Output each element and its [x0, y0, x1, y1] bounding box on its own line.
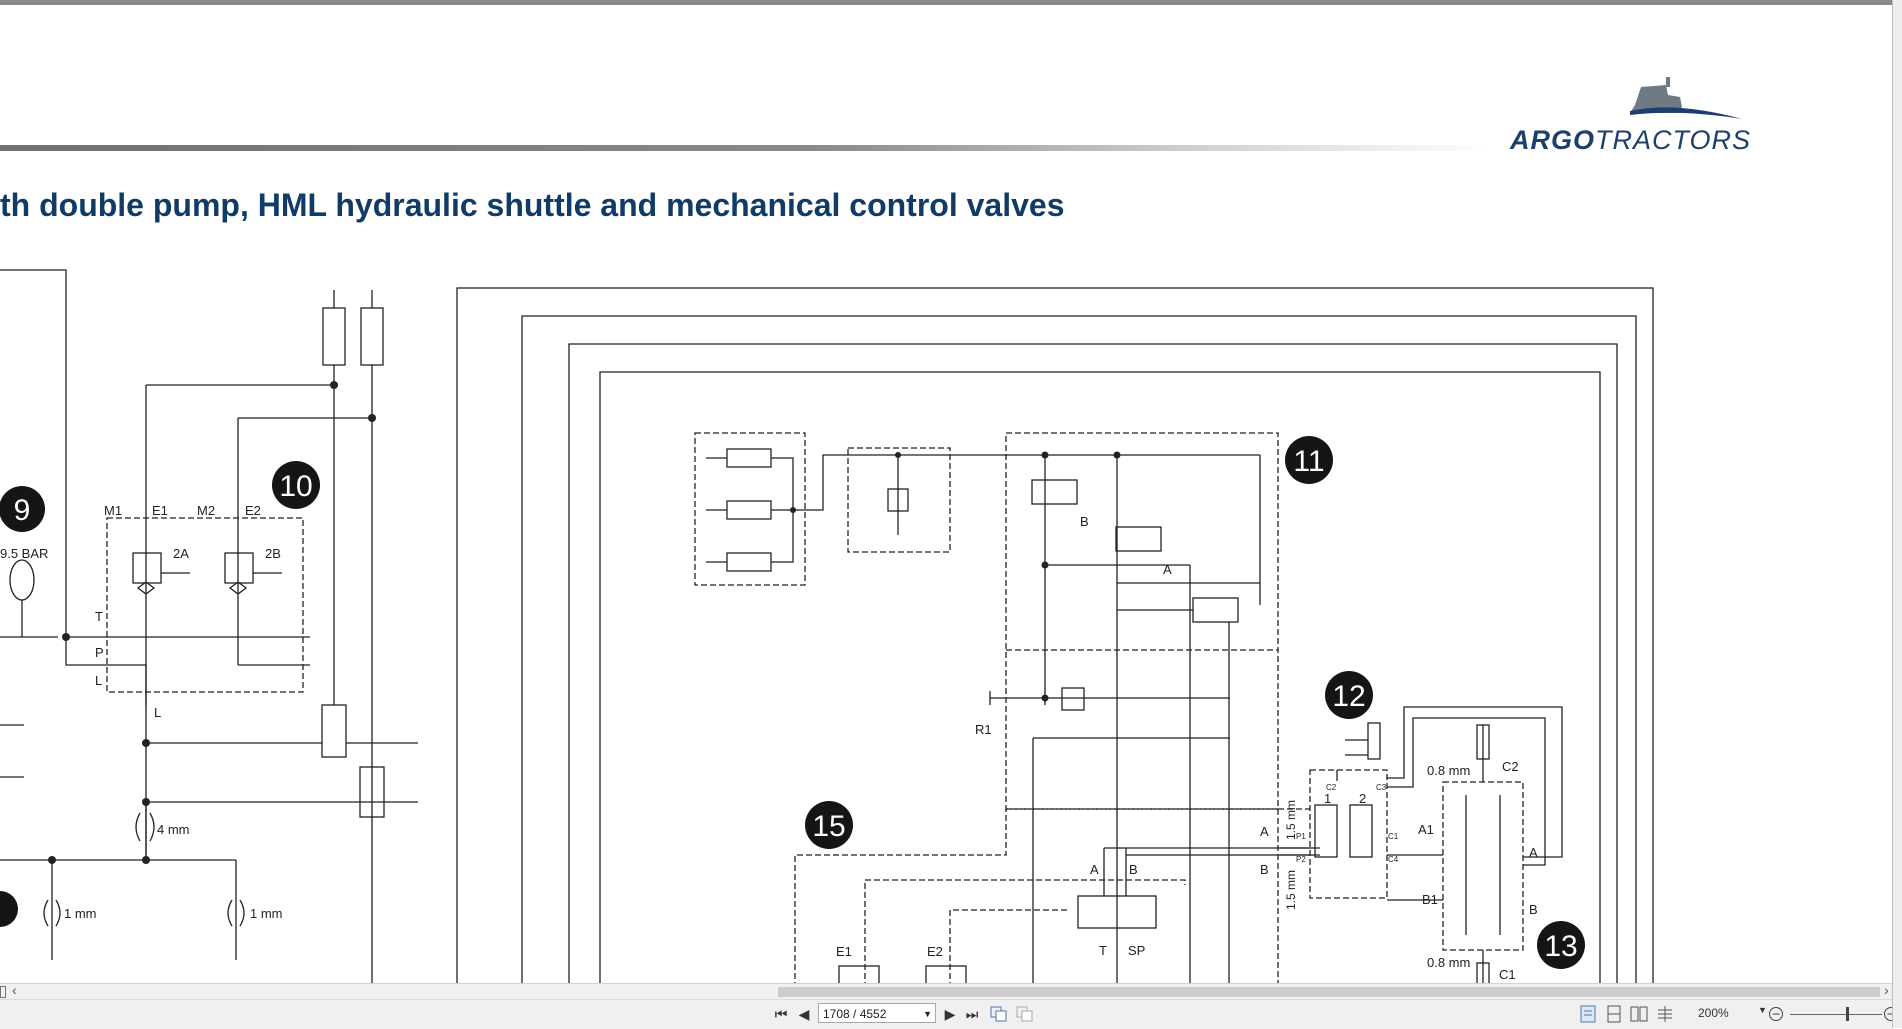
copy-icon[interactable] — [990, 1006, 1008, 1022]
logo-bold: ARGO — [1510, 125, 1595, 155]
logo-wordmark: ARGOTRACTORS — [1510, 125, 1751, 156]
callout-11: 11 — [1293, 445, 1324, 478]
callout-10: 10 — [279, 470, 312, 503]
callout-13: 13 — [1544, 930, 1577, 963]
label-15mm-v1: 1.5 mm — [1284, 800, 1298, 840]
label-bar: 9.5 BAR — [0, 546, 48, 561]
split-icon[interactable] — [1656, 1005, 1674, 1023]
label-e2: E2 — [245, 503, 261, 518]
zoom-out-icon[interactable] — [1768, 1006, 1784, 1022]
label-l: L — [95, 673, 102, 688]
label-a13: A — [1529, 845, 1538, 860]
logo-light: TRACTORS — [1595, 125, 1752, 155]
label-v1: 1 — [1324, 791, 1331, 806]
document-page: ARGOTRACTORS th double pump, HML hydraul… — [0, 5, 1892, 983]
label-m1: M1 — [104, 503, 122, 518]
label-l2: L — [154, 705, 161, 720]
facing-icon[interactable] — [1630, 1005, 1648, 1023]
label-e2b: E2 — [927, 944, 943, 959]
label-c4-small: C4 — [1388, 855, 1399, 864]
callout-12: 12 — [1332, 680, 1365, 713]
horizontal-scrollbar[interactable]: ‹ › — [0, 982, 1892, 1000]
label-r1: R1 — [975, 722, 992, 737]
label-c3-small: C3 — [1376, 783, 1387, 792]
label-2b: 2B — [265, 546, 281, 561]
label-p2-small: P2 — [1296, 855, 1306, 864]
argo-tractors-logo: ARGOTRACTORS — [1510, 75, 1760, 165]
next-page-icon[interactable]: ▶ — [944, 1006, 956, 1022]
label-p1-small: P1 — [1296, 832, 1306, 841]
single-page-icon[interactable] — [1580, 1005, 1596, 1023]
label-e1: E1 — [152, 503, 168, 518]
label-m2: M2 — [197, 503, 215, 518]
label-c1-small: C1 — [1388, 832, 1399, 841]
scroll-thumb[interactable] — [778, 987, 1880, 997]
label-c2-small: C2 — [1326, 783, 1337, 792]
label-c1: C1 — [1499, 967, 1516, 982]
label-15mm-v2: 1.5 mm — [1284, 870, 1298, 910]
callout-15: 15 — [812, 810, 845, 843]
tractor-silhouette-icon — [1630, 77, 1742, 119]
page-dropdown-icon[interactable]: ▼ — [923, 1009, 932, 1019]
label-a-in: A — [1260, 824, 1269, 839]
label-b13: B — [1529, 902, 1538, 917]
label-e1b: E1 — [836, 944, 852, 959]
label-08mm-b: 0.8 mm — [1427, 955, 1470, 970]
zoom-dropdown-icon[interactable]: ▼ — [1758, 1005, 1767, 1015]
label-t: T — [95, 609, 103, 624]
label-1mm-a: 1 mm — [64, 906, 97, 921]
label-v2: 2 — [1359, 791, 1366, 806]
last-page-icon[interactable]: ⏭ — [965, 1006, 979, 1022]
label-c2: C2 — [1502, 759, 1519, 774]
label-08mm-a: 0.8 mm — [1427, 763, 1470, 778]
zoom-slider-thumb[interactable] — [1846, 1007, 1849, 1021]
callout-9: 9 — [14, 494, 31, 527]
page-indicator: 1708 / 4552 — [823, 1007, 887, 1021]
label-a11: A — [1163, 562, 1172, 577]
label-1mm-b: 1 mm — [250, 906, 283, 921]
header-rule — [0, 145, 1490, 151]
zoom-in-icon[interactable] — [1883, 1006, 1892, 1022]
label-t15: T — [1099, 943, 1107, 958]
scroll-right-icon[interactable]: › — [1884, 982, 1889, 998]
hydraulic-schematic: 9 10 11 12 13 15 9.5 BAR M1 E1 M2 E2 2A … — [0, 269, 1654, 983]
label-b15: B — [1129, 862, 1138, 877]
page-number-input[interactable]: 1708 / 4552 ▼ — [818, 1003, 936, 1023]
label-sp: SP — [1128, 943, 1145, 958]
label-b-in: B — [1260, 862, 1269, 877]
window-right-border — [1892, 0, 1902, 1028]
copy-alt-icon[interactable] — [1016, 1006, 1034, 1022]
scroll-left-icon[interactable]: ‹ — [12, 982, 17, 998]
label-2a: 2A — [173, 546, 189, 561]
first-page-icon[interactable]: ⏮ — [774, 1006, 788, 1022]
scroll-grip-icon — [0, 986, 6, 998]
viewer-toolbar: ⏮ ◀ 1708 / 4552 ▼ ▶ ⏭ 200% ▼ — [0, 999, 1892, 1029]
zoom-slider-track[interactable] — [1790, 1014, 1882, 1015]
window-top-border — [0, 0, 1902, 5]
label-a1: A1 — [1418, 822, 1434, 837]
label-a15: A — [1090, 862, 1099, 877]
label-b1: B1 — [1422, 892, 1438, 907]
continuous-icon[interactable] — [1606, 1005, 1622, 1023]
label-b11: B — [1080, 514, 1089, 529]
zoom-level[interactable]: 200% — [1698, 1006, 1729, 1020]
page-title: th double pump, HML hydraulic shuttle an… — [0, 187, 1065, 223]
label-4mm: 4 mm — [157, 822, 190, 837]
label-p: P — [95, 645, 104, 660]
prev-page-icon[interactable]: ◀ — [798, 1006, 810, 1022]
